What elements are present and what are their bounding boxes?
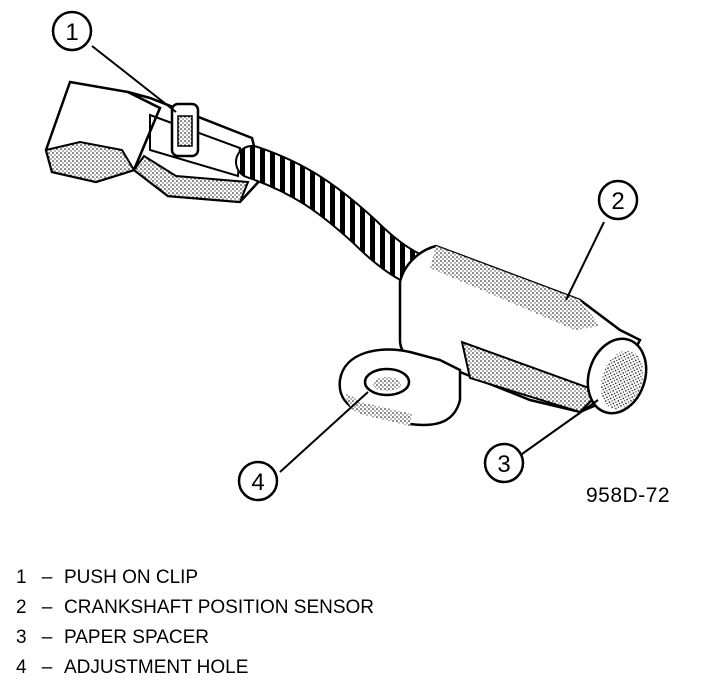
legend: 1–PUSH ON CLIP 2–CRANKSHAFT POSITION SEN…: [16, 563, 616, 683]
svg-text:4: 4: [251, 469, 264, 496]
legend-number: 3: [16, 627, 27, 648]
connector: [44, 80, 264, 204]
svg-text:3: 3: [497, 451, 510, 478]
callout-1: 1: [51, 10, 93, 52]
callout-3: 3: [483, 442, 525, 484]
legend-separator: –: [41, 657, 53, 678]
crankshaft-position-sensor: [338, 244, 648, 427]
leader-lines: [91, 45, 605, 473]
legend-number: 2: [16, 597, 27, 618]
callout-2: 2: [597, 179, 639, 221]
legend-item: 1–PUSH ON CLIP: [16, 563, 616, 593]
sensor-illustration: 1 2 3 4: [44, 10, 648, 502]
legend-separator: –: [41, 567, 53, 588]
push-on-clip: [170, 102, 200, 158]
legend-number: 4: [16, 657, 27, 678]
legend-item: 3–PAPER SPACER: [16, 623, 616, 653]
legend-separator: –: [41, 597, 53, 618]
legend-label: PAPER SPACER: [64, 627, 210, 648]
legend-label: ADJUSTMENT HOLE: [64, 657, 249, 678]
legend-number: 1: [16, 567, 27, 588]
svg-text:1: 1: [65, 19, 78, 46]
legend-label: CRANKSHAFT POSITION SENSOR: [64, 597, 375, 618]
paper-spacer: [586, 337, 648, 415]
figure-id: 958D-72: [586, 484, 671, 507]
legend-item: 2–CRANKSHAFT POSITION SENSOR: [16, 593, 616, 623]
legend-label: PUSH ON CLIP: [64, 567, 199, 588]
wire-harness: [235, 145, 429, 285]
callout-4: 4: [237, 460, 279, 502]
svg-text:2: 2: [611, 188, 624, 215]
adjustment-hole: [363, 367, 411, 397]
legend-item: 4–ADJUSTMENT HOLE: [16, 653, 616, 683]
legend-separator: –: [41, 627, 53, 648]
